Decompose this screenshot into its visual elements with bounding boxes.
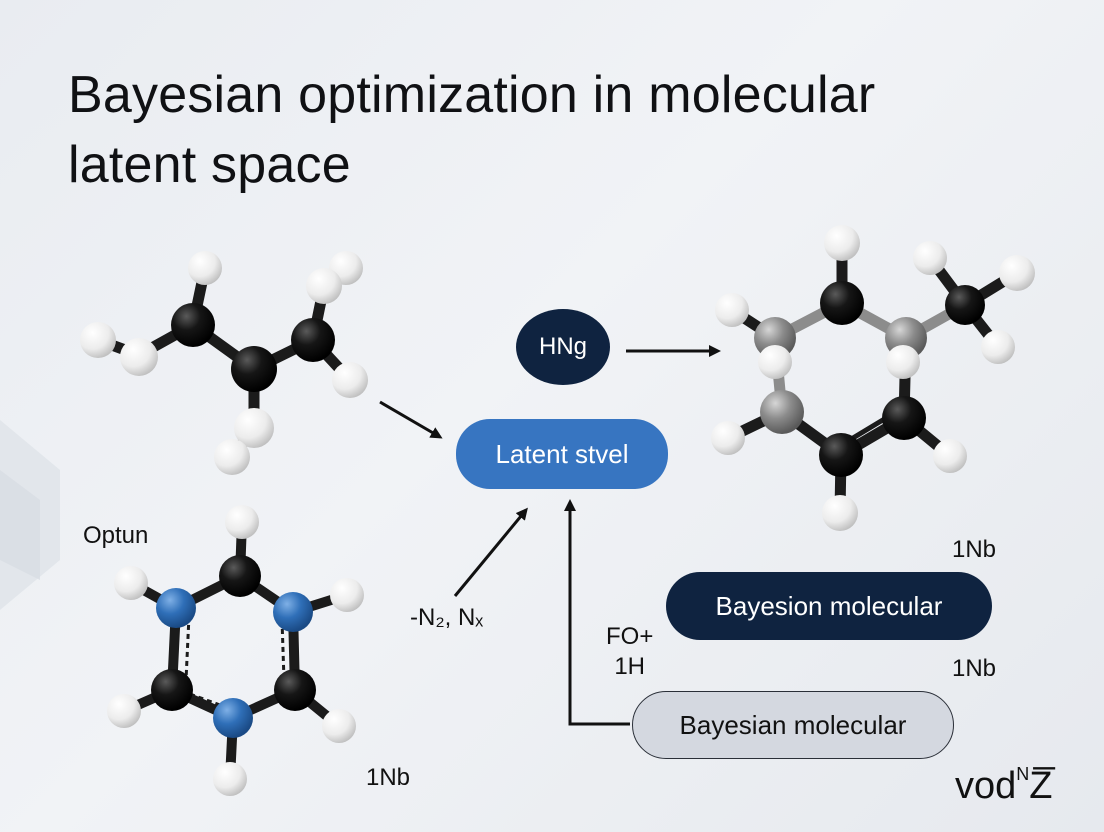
hydrogen-atom [913, 241, 947, 275]
label-1h: 1H [614, 653, 646, 680]
label-optun: Optun [83, 522, 149, 549]
carbon-atom [820, 281, 864, 325]
carbon-atom [231, 346, 277, 392]
carbon-atom [274, 669, 316, 711]
hydrogen-atom [120, 338, 158, 376]
logo-sup: N [1016, 764, 1030, 784]
carbon-atom [819, 433, 863, 477]
label-n2-nx: -N₂, Nₓ [410, 604, 484, 631]
hng-node: HNg [516, 309, 610, 385]
hydrogen-atom [213, 762, 247, 796]
hydrogen-atom [234, 408, 274, 448]
carbon-atom [291, 318, 335, 362]
gray-atom [754, 317, 796, 359]
carbon-atom [219, 555, 261, 597]
hydrogen-atom [711, 421, 745, 455]
title-line-1: Bayesian optimization in molecular [68, 66, 876, 124]
nitrogen-atom [156, 588, 196, 628]
arrow-molecule-to-latent [379, 400, 443, 439]
carbon-atom [882, 396, 926, 440]
hydrogen-atom [886, 345, 920, 379]
label-1nb-mid: 1Nb [952, 655, 997, 682]
hydrogen-atom [225, 505, 259, 539]
label-1nb-top: 1Nb [952, 536, 997, 563]
gray-atom [760, 390, 804, 434]
hydrogen-atom [306, 268, 342, 304]
carbon-atom [171, 303, 215, 347]
hydrogen-atom [330, 578, 364, 612]
latent-space-node: Latent stvel [456, 419, 668, 489]
hydrogen-atom [999, 255, 1035, 291]
molecule-alkane [80, 251, 368, 475]
hydrogen-atom [107, 694, 141, 728]
bayesian-molecular-node: Bayesian molecular [632, 691, 954, 759]
hydrogen-atom [114, 566, 148, 600]
nitrogen-atom [273, 592, 313, 632]
hydrogen-atom [715, 293, 749, 327]
logo-main: vod [955, 765, 1017, 807]
arrow-bayesian-to-latent [564, 499, 630, 726]
molecule-nitrogen-ring [107, 505, 364, 796]
hydrogen-atom [214, 439, 250, 475]
hydrogen-atom [758, 345, 792, 379]
hydrogen-atom [933, 439, 967, 473]
molecule-methyl-ring [711, 225, 1035, 531]
logo-end: Z̅ [1029, 765, 1053, 807]
label-fo: FO+ [606, 623, 654, 650]
carbon-atom [151, 669, 193, 711]
hydrogen-atom [80, 322, 116, 358]
hydrogen-atom [822, 495, 858, 531]
arrow-n2-to-latent [453, 507, 528, 597]
hydrogen-atom [322, 709, 356, 743]
label-fo-1h: FO+ 1H [606, 622, 653, 682]
hydrogen-atom [332, 362, 368, 398]
label-1nb-bottom: 1Nb [366, 764, 411, 791]
title-line-2: latent space [68, 136, 351, 194]
hydrogen-atom [824, 225, 860, 261]
carbon-atom [945, 285, 985, 325]
hydrogen-atom [188, 251, 222, 285]
nitrogen-atom [213, 698, 253, 738]
hydrogen-atom [981, 330, 1015, 364]
brand-logo: vodNZ̅ [955, 764, 1053, 808]
bayesion-molecular-node: Bayesion molecular [666, 572, 992, 640]
page-title: Bayesian optimization in molecular laten… [68, 60, 1068, 200]
